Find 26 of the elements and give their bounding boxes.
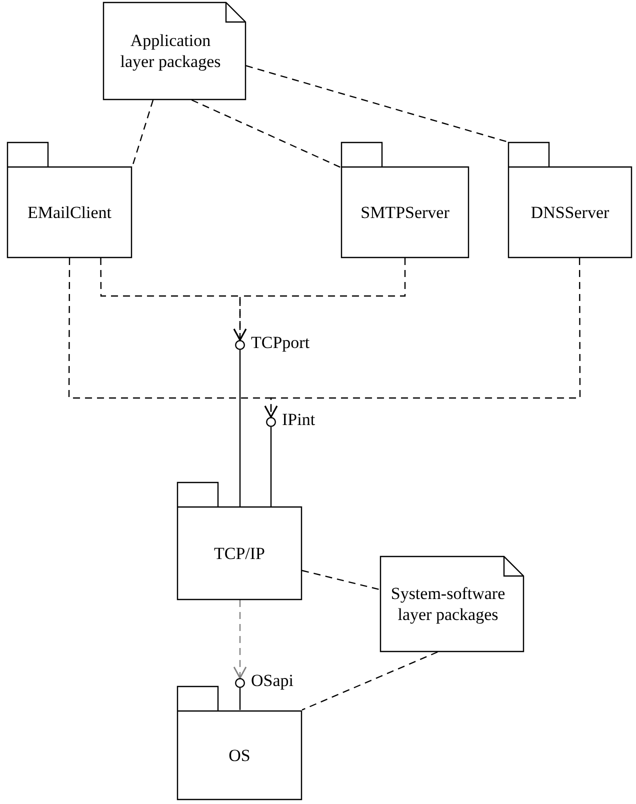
connector-line	[239, 688, 241, 710]
connector-line	[302, 570, 380, 590]
note-shape	[380, 556, 524, 652]
package-name: DNSServer	[530, 202, 610, 224]
connector-line	[191, 99, 342, 168]
package-shape	[177, 482, 302, 600]
connector-line	[270, 427, 272, 508]
package-shape	[341, 142, 469, 258]
connector-line	[239, 350, 241, 508]
note-shape	[103, 2, 246, 100]
interface-label: OSapi	[251, 671, 294, 691]
package-name: SMTPServer	[360, 202, 450, 224]
package-name: OS	[228, 744, 250, 766]
package-name: TCP/IP	[214, 542, 266, 564]
dependency-arrow	[233, 258, 406, 341]
interface-label: TCPport	[251, 333, 310, 353]
package-name: EMailClient	[27, 202, 112, 224]
dependency-arrow	[264, 258, 581, 418]
connector-line	[246, 65, 508, 143]
package-shape	[7, 142, 132, 258]
note-text: Application layer packages	[119, 30, 222, 72]
interface-label: IPint	[282, 410, 316, 430]
connector-line	[302, 651, 438, 710]
package-shape	[508, 142, 632, 258]
note-text: System-software layer packages	[390, 582, 506, 626]
dependency-arrow	[233, 600, 247, 679]
